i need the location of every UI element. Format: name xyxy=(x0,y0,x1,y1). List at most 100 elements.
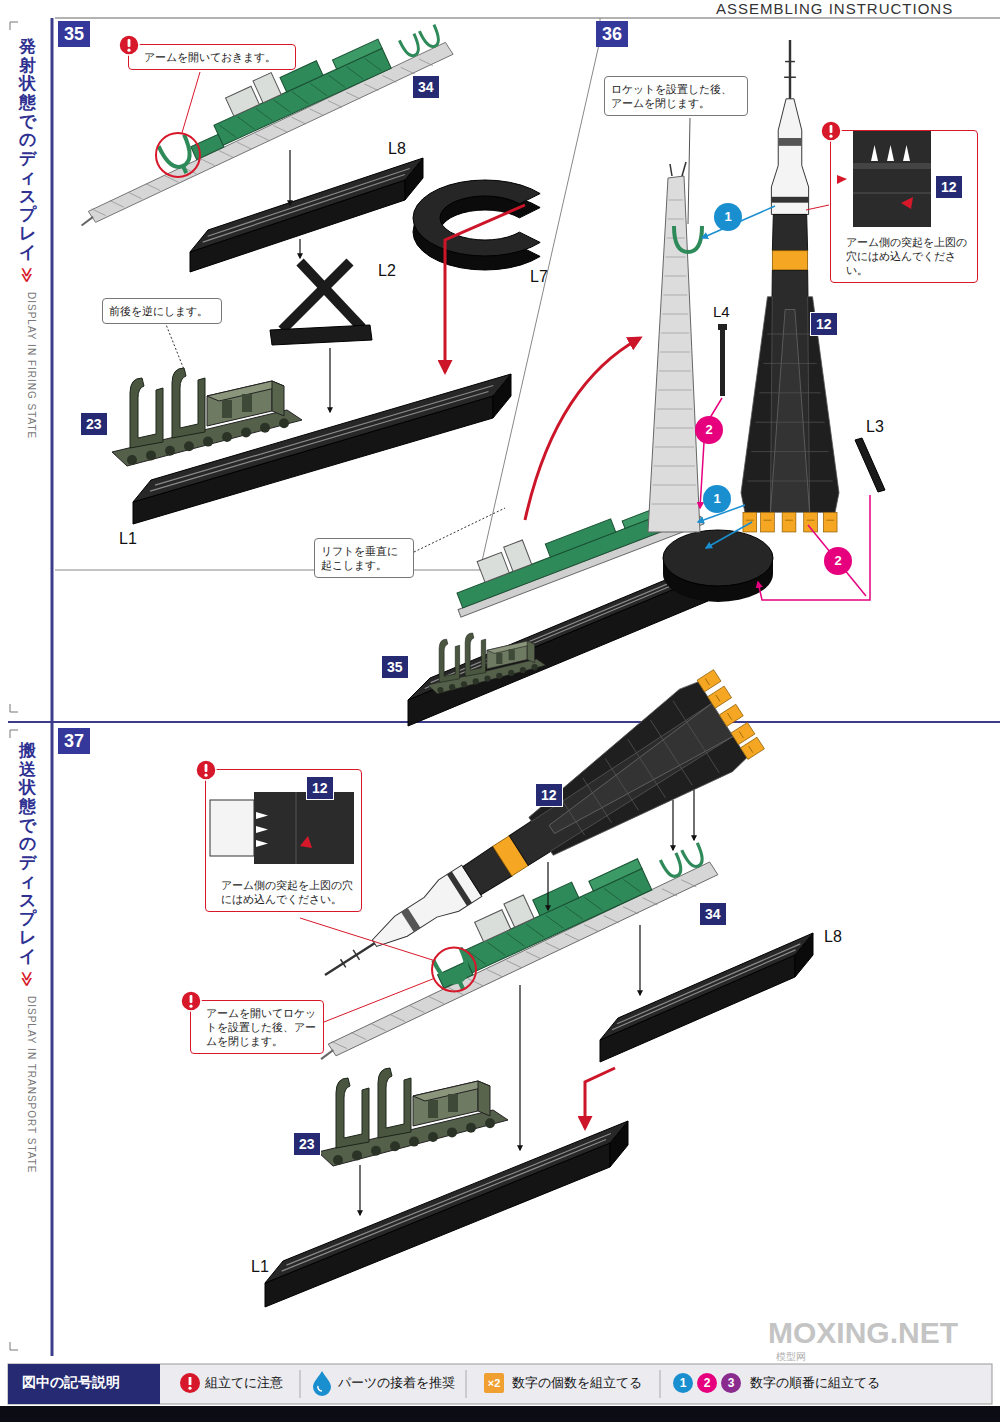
illustration-part xyxy=(447,871,472,906)
node-text: 23 xyxy=(86,414,102,434)
illustration-part xyxy=(583,778,612,823)
illustration-part xyxy=(755,422,824,423)
part-number: 23 xyxy=(80,412,108,436)
illustration-part xyxy=(468,947,486,969)
illustration-part xyxy=(165,322,185,372)
node-text: 1 xyxy=(714,203,742,231)
illustration-part xyxy=(719,704,743,726)
legend-swatch xyxy=(484,1373,504,1393)
part-label: 1 xyxy=(673,1375,693,1391)
illustration-part xyxy=(466,1370,467,1398)
illustration-part xyxy=(8,721,1000,723)
illustration-part xyxy=(390,1010,405,1026)
illustration-part xyxy=(584,920,599,936)
illustration-part xyxy=(265,668,813,1307)
node-text: 35 xyxy=(387,657,403,677)
illustration-part xyxy=(352,1150,362,1160)
illustration-part xyxy=(300,262,362,328)
part-number: 12 xyxy=(935,175,963,199)
illustration-part xyxy=(253,73,281,103)
caution-note: 12アーム側の突起を上図の穴にはめ込んでください。 xyxy=(205,769,362,912)
illustration-part xyxy=(399,34,422,59)
icon-part xyxy=(189,1005,192,1008)
part-label: L2 xyxy=(378,262,396,280)
illustration-part xyxy=(600,955,795,1062)
node-text: 35 xyxy=(64,23,84,45)
illustration-part xyxy=(409,1137,419,1147)
illustration-part xyxy=(364,865,481,959)
node-text: 12 xyxy=(941,177,957,197)
illustration-part xyxy=(728,713,732,720)
illustration-part xyxy=(155,386,493,486)
section-subtitle: DISPLAY IN TRANSPORT STATE xyxy=(26,996,37,1174)
part-label: 模型网 xyxy=(776,1350,806,1364)
illustration-part xyxy=(292,88,309,109)
sequence-number: 1 xyxy=(714,203,742,231)
node-text: アームを開いてロケットを設置した後、アームを閉じます。 xyxy=(206,1006,317,1048)
icon-part xyxy=(871,145,878,161)
icon-part xyxy=(119,35,139,55)
caution-note: アームを開いてロケットを設置した後、アームを閉じます。 xyxy=(190,1000,324,1054)
icon-part xyxy=(181,991,201,1011)
node-text: 2 xyxy=(824,547,852,575)
illustration-part xyxy=(855,438,885,492)
illustration-part xyxy=(241,427,251,437)
illustration-part xyxy=(226,86,260,116)
legend-swatch xyxy=(180,1373,200,1393)
illustration-part xyxy=(351,1028,366,1044)
part-label: L4 xyxy=(713,303,730,320)
legend-text: 組立てに注意 xyxy=(205,1375,283,1391)
illustration-part xyxy=(650,720,692,785)
illustration-part xyxy=(604,911,619,927)
caution-icon xyxy=(118,34,140,56)
illustration-part xyxy=(475,910,511,942)
illustration-part xyxy=(532,664,538,670)
illustration-part xyxy=(784,77,796,78)
illustration-part xyxy=(336,1078,369,1148)
illustration-part xyxy=(371,1146,381,1156)
illustration-part xyxy=(504,895,534,927)
illustration-part xyxy=(353,950,359,960)
illustration-part xyxy=(826,520,834,521)
node-text: 1 xyxy=(703,485,731,513)
illustration-part xyxy=(448,1094,458,1112)
illustration-part xyxy=(533,882,579,915)
illustration-part xyxy=(623,902,638,918)
illustration-part xyxy=(365,54,382,75)
caution-icon xyxy=(820,120,842,142)
illustration-part xyxy=(660,1370,661,1398)
illustration-part xyxy=(708,686,732,708)
part-label: L8 xyxy=(388,140,406,158)
illustration-part xyxy=(759,392,820,393)
illustration-part xyxy=(370,1019,385,1035)
illustration-part xyxy=(222,432,232,442)
illustration-part xyxy=(256,104,273,125)
illustration-part xyxy=(508,670,514,676)
caution-note: アームを開いておきます。 xyxy=(128,44,296,70)
illustration-part xyxy=(526,920,544,942)
illustration-part xyxy=(260,423,270,433)
illustration-part xyxy=(673,1373,693,1393)
icon-part xyxy=(830,125,833,133)
illustration-part xyxy=(628,739,666,797)
legend-swatch xyxy=(484,1373,504,1393)
legend-swatch xyxy=(313,1371,331,1396)
illustration-part xyxy=(432,947,476,991)
illustration-part xyxy=(763,363,816,364)
illustration-part xyxy=(133,396,493,524)
illustration-part xyxy=(428,1132,438,1142)
illustration-part xyxy=(670,164,672,176)
illustration-part xyxy=(764,520,772,521)
illustration-part xyxy=(585,1068,615,1128)
illustration-part xyxy=(255,130,269,145)
illustration-part xyxy=(310,79,327,100)
illustration-part xyxy=(721,1373,741,1393)
illustration-part xyxy=(414,508,505,552)
illustration-part xyxy=(419,25,442,50)
illustration-part xyxy=(772,214,807,250)
legend-text: パーツの接着を推奨 xyxy=(338,1375,455,1391)
illustration-part xyxy=(428,633,546,694)
illustration-part xyxy=(749,746,753,753)
illustration-part xyxy=(741,297,772,513)
illustration-part xyxy=(541,703,733,846)
